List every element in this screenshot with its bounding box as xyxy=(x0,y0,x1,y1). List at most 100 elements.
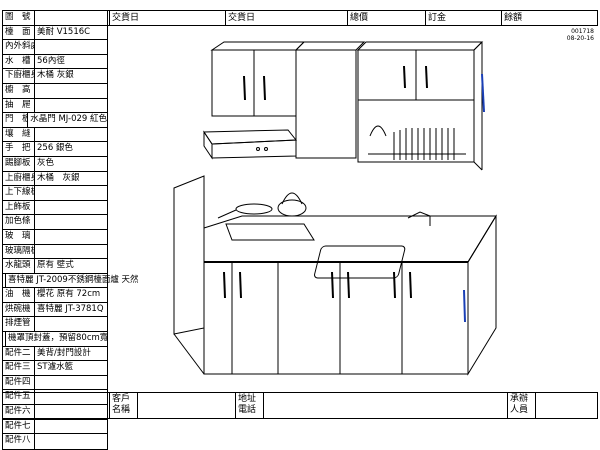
spec-value xyxy=(35,201,107,215)
customer-value-cell[interactable] xyxy=(137,393,235,418)
spec-value: 水晶門 MJ-029 紅色 xyxy=(30,114,107,125)
upper-handle-2 xyxy=(263,75,266,101)
stamp-date: 08-20-16 xyxy=(566,35,594,42)
spec-row: 檯 面美耐 V1516C xyxy=(3,25,107,41)
base-handle xyxy=(223,271,226,299)
spec-row: 上廚櫃身木桶 灰銀 xyxy=(3,171,107,187)
spec-key: 圖 號 xyxy=(3,11,35,25)
delivery-date-cell: 交貨日 xyxy=(225,11,346,25)
spec-key: 配件六 xyxy=(3,405,35,419)
spec-value xyxy=(35,186,107,200)
spec-key: 配件五 xyxy=(3,390,35,405)
hood-button xyxy=(264,147,268,151)
spec-key: 上廚櫃身 xyxy=(3,171,35,186)
spec-value: 美耐 V1516C xyxy=(37,26,91,37)
floor-line-left xyxy=(173,333,205,375)
spec-row: 配件七 xyxy=(3,419,107,435)
spec-value: 櫻花 原有 72cm xyxy=(37,289,101,300)
spec-key: 水龍頭 xyxy=(3,259,35,273)
spec-key: 配件三 xyxy=(3,361,35,375)
hood-front xyxy=(211,139,297,159)
spec-row: 爐 具喜特麗 JT-2009不銹鋼檯面爐 天然 xyxy=(3,273,139,289)
range-hood xyxy=(203,129,298,160)
spec-key: 手 把 xyxy=(3,142,35,156)
kettle xyxy=(277,199,307,217)
spec-value: 喜特麗 JT-2009不銹鋼檯面爐 天然 xyxy=(8,274,139,285)
spec-key: 配件二 xyxy=(3,346,35,361)
upper-cabinets xyxy=(210,41,485,171)
spec-row: 烘碗機喜特麗 JT-3781Q xyxy=(3,302,107,318)
spec-row: 加色條 xyxy=(3,215,107,230)
cooktop xyxy=(217,192,315,241)
kitchen-order-sheet: 交貨日 交貨日 總價 訂金 餘額 圖 號檯 面美耐 V1516C內外斜處水 槽5… xyxy=(2,10,598,450)
spec-row: 玻 璃 xyxy=(3,229,107,245)
base-handle xyxy=(393,271,396,299)
customer-label-cell: 客戶名稱 xyxy=(109,393,137,418)
spec-key: 上下線板 xyxy=(3,186,35,200)
spec-key: 門 板 xyxy=(3,113,29,127)
balance-cell: 餘額 xyxy=(501,11,598,25)
address-value-cell[interactable] xyxy=(263,393,507,418)
hood-side xyxy=(203,130,213,160)
base-handle xyxy=(331,271,334,299)
spec-key: 配件七 xyxy=(3,419,35,434)
spec-value xyxy=(35,434,107,449)
spec-row: 玻璃隔板 xyxy=(3,244,107,260)
spec-key: 下廚櫃身 xyxy=(3,69,35,83)
spec-row: 配件八 xyxy=(3,434,107,449)
spec-value: 灰色 xyxy=(37,157,55,168)
dish-dryer xyxy=(357,99,475,163)
handler-label-cell: 承辦人員 xyxy=(507,393,535,418)
spec-key: 油 機 xyxy=(3,288,35,302)
kettle-handle xyxy=(281,192,303,205)
spec-row: 上飾板 xyxy=(3,200,107,216)
dish-rack xyxy=(368,125,466,160)
base-side-mark xyxy=(463,289,466,323)
spec-value: 木桶 灰銀 xyxy=(37,70,74,81)
upper-handle-3 xyxy=(403,65,406,89)
footer-strip: 客戶名稱 地址電話 承辦人員 xyxy=(2,392,598,419)
spec-row: 踢腳板灰色 xyxy=(3,156,107,172)
spec-row: 抽 屜 xyxy=(3,98,107,114)
spec-value xyxy=(35,317,107,331)
spec-key: 壤 縫 xyxy=(3,127,35,142)
spec-value: 木桶 灰銀 xyxy=(37,172,80,183)
handler-label: 承辦人員 xyxy=(510,394,529,415)
spec-row: 門 板水晶門 MJ-029 紅色 xyxy=(3,113,107,128)
upper-right-top xyxy=(356,41,484,51)
stamp-number: 001718 xyxy=(571,28,594,35)
delivery-date-label: 交貨日 xyxy=(228,13,256,23)
spec-key: 櫥 高 xyxy=(3,83,35,98)
deposit-cell: 訂金 xyxy=(425,11,504,25)
spec-key: 配件四 xyxy=(3,375,35,390)
spec-value xyxy=(35,128,107,142)
upper-cabinet-tall xyxy=(295,49,357,159)
spec-key: 內外斜處 xyxy=(3,40,35,54)
address-label-cell: 地址電話 xyxy=(235,393,263,418)
handler-value-cell[interactable] xyxy=(535,393,597,418)
upper-handle-4 xyxy=(425,65,428,89)
spec-key: 抽 屜 xyxy=(3,98,35,113)
base-cabinets xyxy=(173,214,497,376)
spec-row: 上下線板 xyxy=(3,186,107,201)
spec-value xyxy=(35,99,107,113)
order-date-cell: 交貨日 xyxy=(109,11,222,25)
spec-value xyxy=(35,11,107,25)
spec-row: 油 機櫻花 原有 72cm xyxy=(3,288,107,303)
spec-row: 配件六 xyxy=(3,405,107,420)
spec-value: 機罩頂封蓋，預留80cm寬 xyxy=(8,333,109,344)
spec-value xyxy=(35,215,107,229)
customer-label: 客戶名稱 xyxy=(112,394,131,415)
base-handle xyxy=(409,271,412,299)
spec-key: 排煙管 xyxy=(3,317,35,332)
upper-right-corner xyxy=(473,41,483,51)
spec-row: 內外斜處 xyxy=(3,40,107,55)
hood-button xyxy=(256,147,260,151)
spec-row: 配件二美背/封門設計 xyxy=(3,346,107,362)
upper-cabinet-top xyxy=(210,41,306,51)
spec-value xyxy=(35,245,107,259)
spec-key: 玻 璃 xyxy=(3,229,35,244)
spec-value xyxy=(35,40,107,54)
